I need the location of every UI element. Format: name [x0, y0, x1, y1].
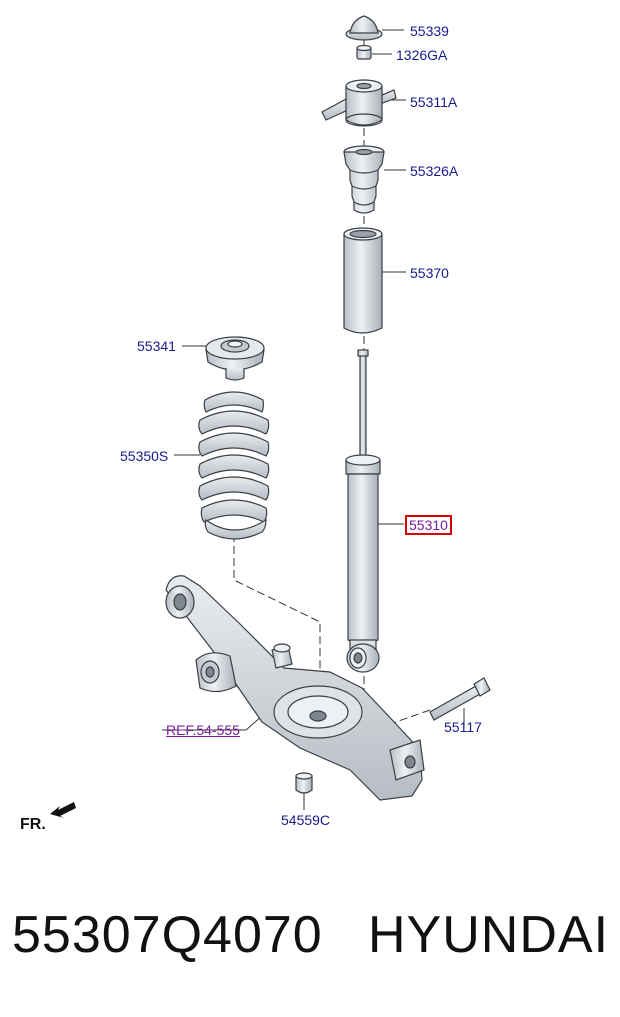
- exploded-parts-diagram: [50, 15, 491, 818]
- part-55350s-coil-spring: [198, 391, 270, 540]
- callout-55117[interactable]: 55117: [444, 719, 482, 735]
- part-1326ga-nut: [356, 44, 372, 60]
- part-55311a-mount: [321, 79, 397, 127]
- part-55310-shock-absorber: [345, 349, 381, 673]
- callout-55310-highlighted[interactable]: 55310: [405, 515, 452, 535]
- lower-control-arm: [165, 575, 425, 801]
- front-direction-arrow-icon: [50, 802, 76, 818]
- callout-55341[interactable]: 55341: [137, 338, 176, 354]
- brand-name: HYUNDAI: [368, 906, 610, 964]
- part-55341-spring-pad: [205, 336, 265, 381]
- part-54559c-nut: [295, 772, 313, 794]
- callout-55370[interactable]: 55370: [410, 265, 449, 281]
- part-number: 55307Q4070: [12, 906, 323, 964]
- part-55117-bolt: [429, 677, 491, 721]
- part-55326a-bump-stop: [343, 145, 385, 214]
- callout-54559c[interactable]: 54559C: [281, 812, 331, 828]
- callout-55311a[interactable]: 55311A: [410, 94, 458, 110]
- callout-1326ga[interactable]: 1326GA: [396, 47, 448, 63]
- callout-55339[interactable]: 55339: [410, 23, 449, 39]
- part-55339-cap: [345, 15, 383, 41]
- callout-55350s[interactable]: 55350S: [120, 448, 169, 464]
- callout-55326a[interactable]: 55326A: [410, 163, 459, 179]
- part-55370-dust-cover: [343, 227, 383, 334]
- callout-ref-54-555[interactable]: REF.54-555: [166, 722, 240, 738]
- front-direction-label: FR.: [20, 816, 46, 833]
